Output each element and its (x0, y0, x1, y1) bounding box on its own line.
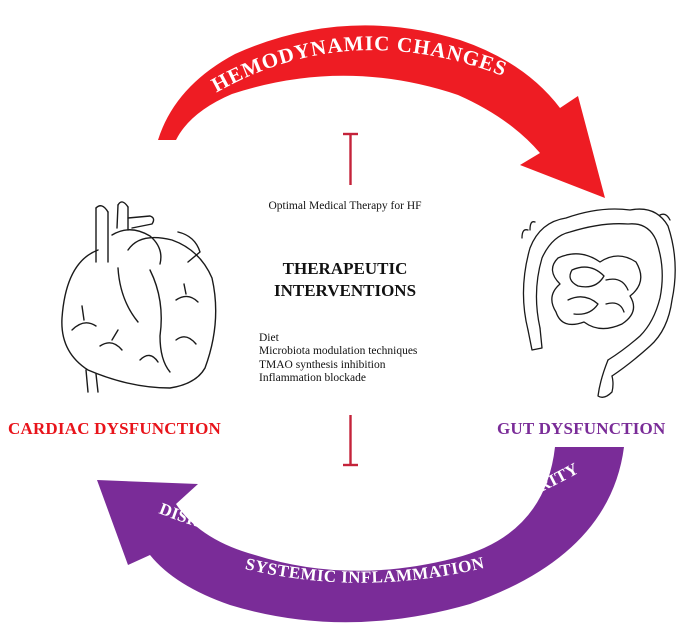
inhibitor-bottom-icon (343, 415, 358, 467)
hemodynamic-changes-arrow: HEMODYNAMIC CHANGES (158, 25, 605, 198)
heading-line-1: THERAPEUTIC (282, 259, 408, 278)
cardiac-dysfunction-label: CARDIAC DYSFUNCTION (8, 419, 222, 438)
list-item: Diet (259, 332, 279, 344)
optimal-medical-therapy-text: Optimal Medical Therapy for HF (268, 200, 422, 212)
heart-icon (61, 201, 217, 393)
therapeutic-interventions-heading: THERAPEUTIC INTERVENTIONS (230, 258, 460, 302)
heading-line-2: INTERVENTIONS (273, 281, 417, 300)
list-item: Inflammation blockade (259, 371, 366, 384)
intestine-icon (521, 208, 676, 398)
bottom-arrow-body (97, 447, 624, 623)
list-item: Microbiota modulation techniques (259, 345, 418, 358)
list-item: TMAO synthesis inhibition (259, 358, 386, 371)
gut-dysfunction-label: GUT DYSFUNCTION (497, 419, 666, 438)
inhibitor-top-icon (343, 132, 358, 185)
interventions-list: Diet Microbiota modulation techniques TM… (259, 332, 417, 385)
top-arrow-body (158, 25, 605, 198)
gut-dysfunction-arrow: MICROBIOTA PERTURBATIONS DISRUPTION OF I… (97, 447, 624, 623)
